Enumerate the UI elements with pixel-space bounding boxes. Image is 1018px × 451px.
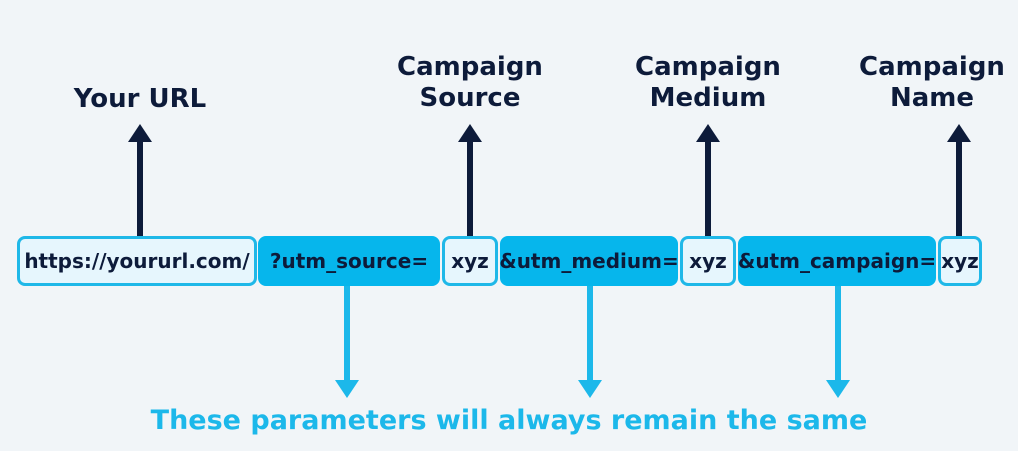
label-campaign-medium-line2: Medium xyxy=(649,83,767,113)
down-arrow-utm-campaign xyxy=(826,286,850,398)
segment-base-url: https://yoururl.com/ xyxy=(17,236,257,286)
segment-source-value: xyz xyxy=(442,236,498,286)
label-campaign-source-line2: Source xyxy=(419,83,521,113)
label-your-url-line1: Your URL xyxy=(73,84,207,114)
label-campaign-name-line1: Campaign xyxy=(859,52,1005,82)
label-campaign-name: Campaign Name xyxy=(852,52,1012,114)
down-arrow-utm-medium xyxy=(578,286,602,398)
up-arrow-campaign-name xyxy=(947,124,971,236)
label-campaign-source: Campaign Source xyxy=(390,52,550,114)
segment-utm-campaign: &utm_campaign= xyxy=(738,236,936,286)
segment-utm-medium: &utm_medium= xyxy=(499,236,679,286)
down-arrow-utm-source xyxy=(335,286,359,398)
label-campaign-name-line2: Name xyxy=(889,83,975,113)
segment-medium-value: xyz xyxy=(680,236,736,286)
label-campaign-medium: Campaign Medium xyxy=(628,52,788,114)
label-your-url: Your URL xyxy=(60,84,220,115)
segment-utm-source: ?utm_source= xyxy=(258,236,440,286)
label-campaign-source-line1: Campaign xyxy=(397,52,543,82)
segment-campaign-value: xyz xyxy=(938,236,982,286)
up-arrow-your-url xyxy=(128,124,152,236)
label-campaign-medium-line1: Campaign xyxy=(635,52,781,82)
up-arrow-campaign-medium xyxy=(696,124,720,236)
up-arrow-campaign-source xyxy=(458,124,482,236)
footer-note: These parameters will always remain the … xyxy=(150,405,868,436)
